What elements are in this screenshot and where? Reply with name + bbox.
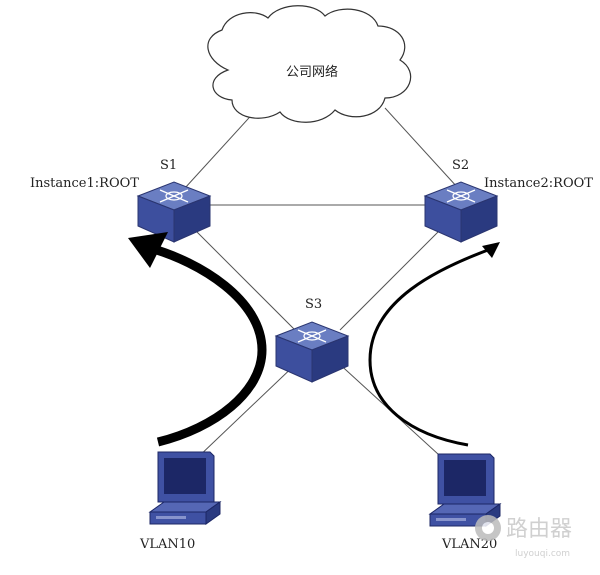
watermark-sub: luyouqi.com: [515, 549, 570, 559]
traffic-arrow-vlan10: [128, 232, 267, 447]
switch-s2: [423, 181, 499, 243]
arrow-head-right: [482, 242, 500, 258]
link-s3-pc-left: [194, 359, 301, 461]
switch-s2-role: Instance2:ROOT: [484, 176, 593, 191]
traffic-arrow-vlan20: [368, 242, 500, 447]
pc-vlan10: [148, 451, 222, 525]
arrow-head-left: [128, 232, 168, 268]
cloud-label: 公司网络: [286, 64, 338, 80]
switch-arrows-icon: [446, 189, 476, 203]
links: [184, 107, 459, 466]
switch-s3: [274, 321, 350, 383]
pc-vlan10-label: VLAN10: [139, 537, 195, 552]
switch-s1: [136, 181, 212, 243]
switch-arrows-icon: [159, 189, 189, 203]
link-s1-s3: [189, 224, 296, 331]
switch-arrows-icon: [297, 329, 327, 343]
link-cloud-s1: [184, 107, 259, 189]
switch-s3-label: S3: [305, 297, 322, 312]
switch-s1-label: S1: [160, 158, 177, 173]
pc-vlan20: [428, 453, 502, 527]
pc-vlan20-label: VLAN20: [441, 537, 497, 552]
link-cloud-s2: [384, 107, 459, 189]
link-s2-s3: [339, 224, 446, 331]
switch-s2-label: S2: [452, 158, 469, 173]
switch-s1-role: Instance1:ROOT: [30, 176, 139, 191]
watermark: 路由器 luyouqi.com: [475, 515, 572, 559]
watermark-text: 路由器: [506, 517, 572, 542]
cloud-company-network: 公司网络: [207, 5, 412, 123]
